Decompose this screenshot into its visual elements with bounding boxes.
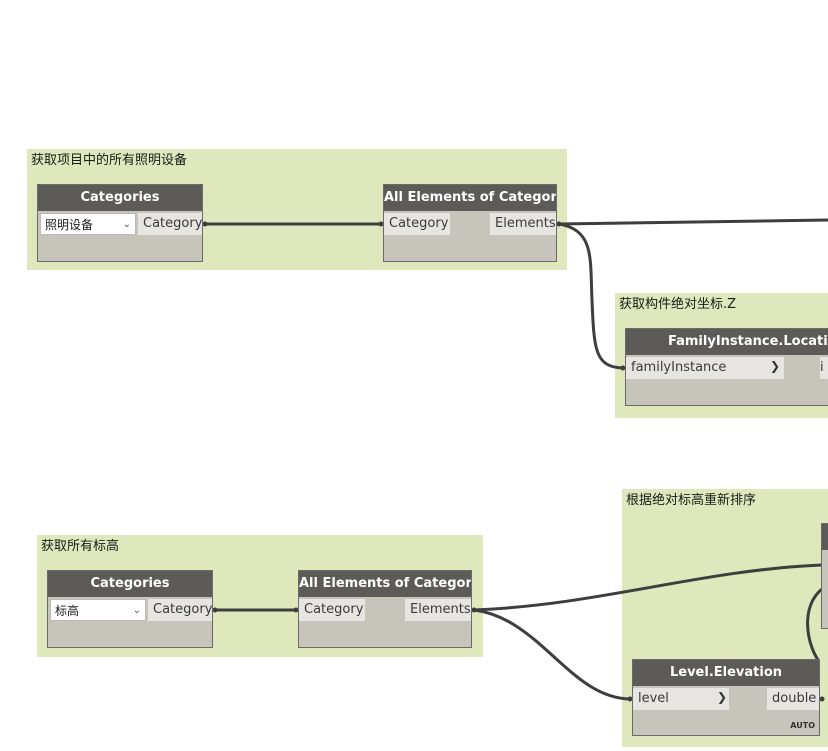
category-dropdown[interactable]: 照明设备 ⌄ bbox=[40, 213, 136, 235]
chevron-right-icon: ❯ bbox=[770, 359, 781, 373]
output-port-partial[interactable]: i bbox=[820, 357, 828, 379]
chevron-down-icon: ⌄ bbox=[122, 219, 131, 230]
input-port-family-instance[interactable]: familyInstance bbox=[626, 357, 784, 379]
node-title: Categories bbox=[48, 571, 212, 597]
lacing-badge: AUTO bbox=[790, 721, 815, 730]
level-elevation-node[interactable]: Level.Elevation level ❯ double AUTO bbox=[633, 660, 819, 735]
category-dropdown[interactable]: 标高 ⌄ bbox=[50, 599, 146, 621]
output-port-elements[interactable]: Elements bbox=[405, 599, 471, 621]
wire-from-sort-node-down bbox=[806, 583, 828, 662]
node-title: All Elements of Category bbox=[299, 571, 471, 597]
node-title: Categories bbox=[38, 185, 202, 211]
output-port-double[interactable]: double bbox=[767, 688, 819, 710]
group-title: 获取项目中的所有照明设备 bbox=[31, 153, 188, 168]
group-title: 根据绝对标高重新排序 bbox=[626, 493, 757, 508]
dropdown-value: 照明设备 bbox=[45, 218, 94, 232]
input-port-level[interactable]: level bbox=[633, 688, 729, 710]
wire-elements-to-level-elevation bbox=[472, 608, 632, 701]
all-elements-of-category-node-2[interactable]: All Elements of Category Category Elemen… bbox=[299, 571, 471, 647]
node-title: All Elements of Category bbox=[384, 185, 556, 211]
categories-node-1[interactable]: Categories 照明设备 ⌄ Category bbox=[38, 185, 202, 261]
chevron-down-icon: ⌄ bbox=[132, 605, 141, 616]
input-port-category[interactable]: Category bbox=[384, 213, 450, 235]
sort-node-partial[interactable] bbox=[822, 524, 828, 628]
categories-node-2[interactable]: Categories 标高 ⌄ Category bbox=[48, 571, 212, 647]
group-title: 获取构件绝对坐标.Z bbox=[619, 297, 737, 312]
group-title: 获取所有标高 bbox=[41, 539, 120, 554]
node-title: FamilyInstance.Location bbox=[626, 329, 828, 355]
node-header bbox=[822, 524, 828, 550]
wire-elements-to-sort-node bbox=[472, 563, 824, 612]
input-port-category[interactable]: Category bbox=[299, 599, 365, 621]
dropdown-value: 标高 bbox=[55, 604, 80, 618]
node-title: Level.Elevation bbox=[633, 660, 819, 686]
family-instance-location-node[interactable]: FamilyInstance.Location familyInstance ❯… bbox=[626, 329, 828, 405]
output-port-category[interactable]: Category bbox=[138, 213, 202, 235]
all-elements-of-category-node-1[interactable]: All Elements of Category Category Elemen… bbox=[384, 185, 556, 261]
wire-elements-to-right-edge bbox=[557, 218, 828, 226]
output-port-elements[interactable]: Elements bbox=[490, 213, 556, 235]
chevron-right-icon: ❯ bbox=[717, 690, 728, 704]
wire-elements-to-family-location bbox=[557, 222, 625, 370]
output-port-category[interactable]: Category bbox=[148, 599, 212, 621]
